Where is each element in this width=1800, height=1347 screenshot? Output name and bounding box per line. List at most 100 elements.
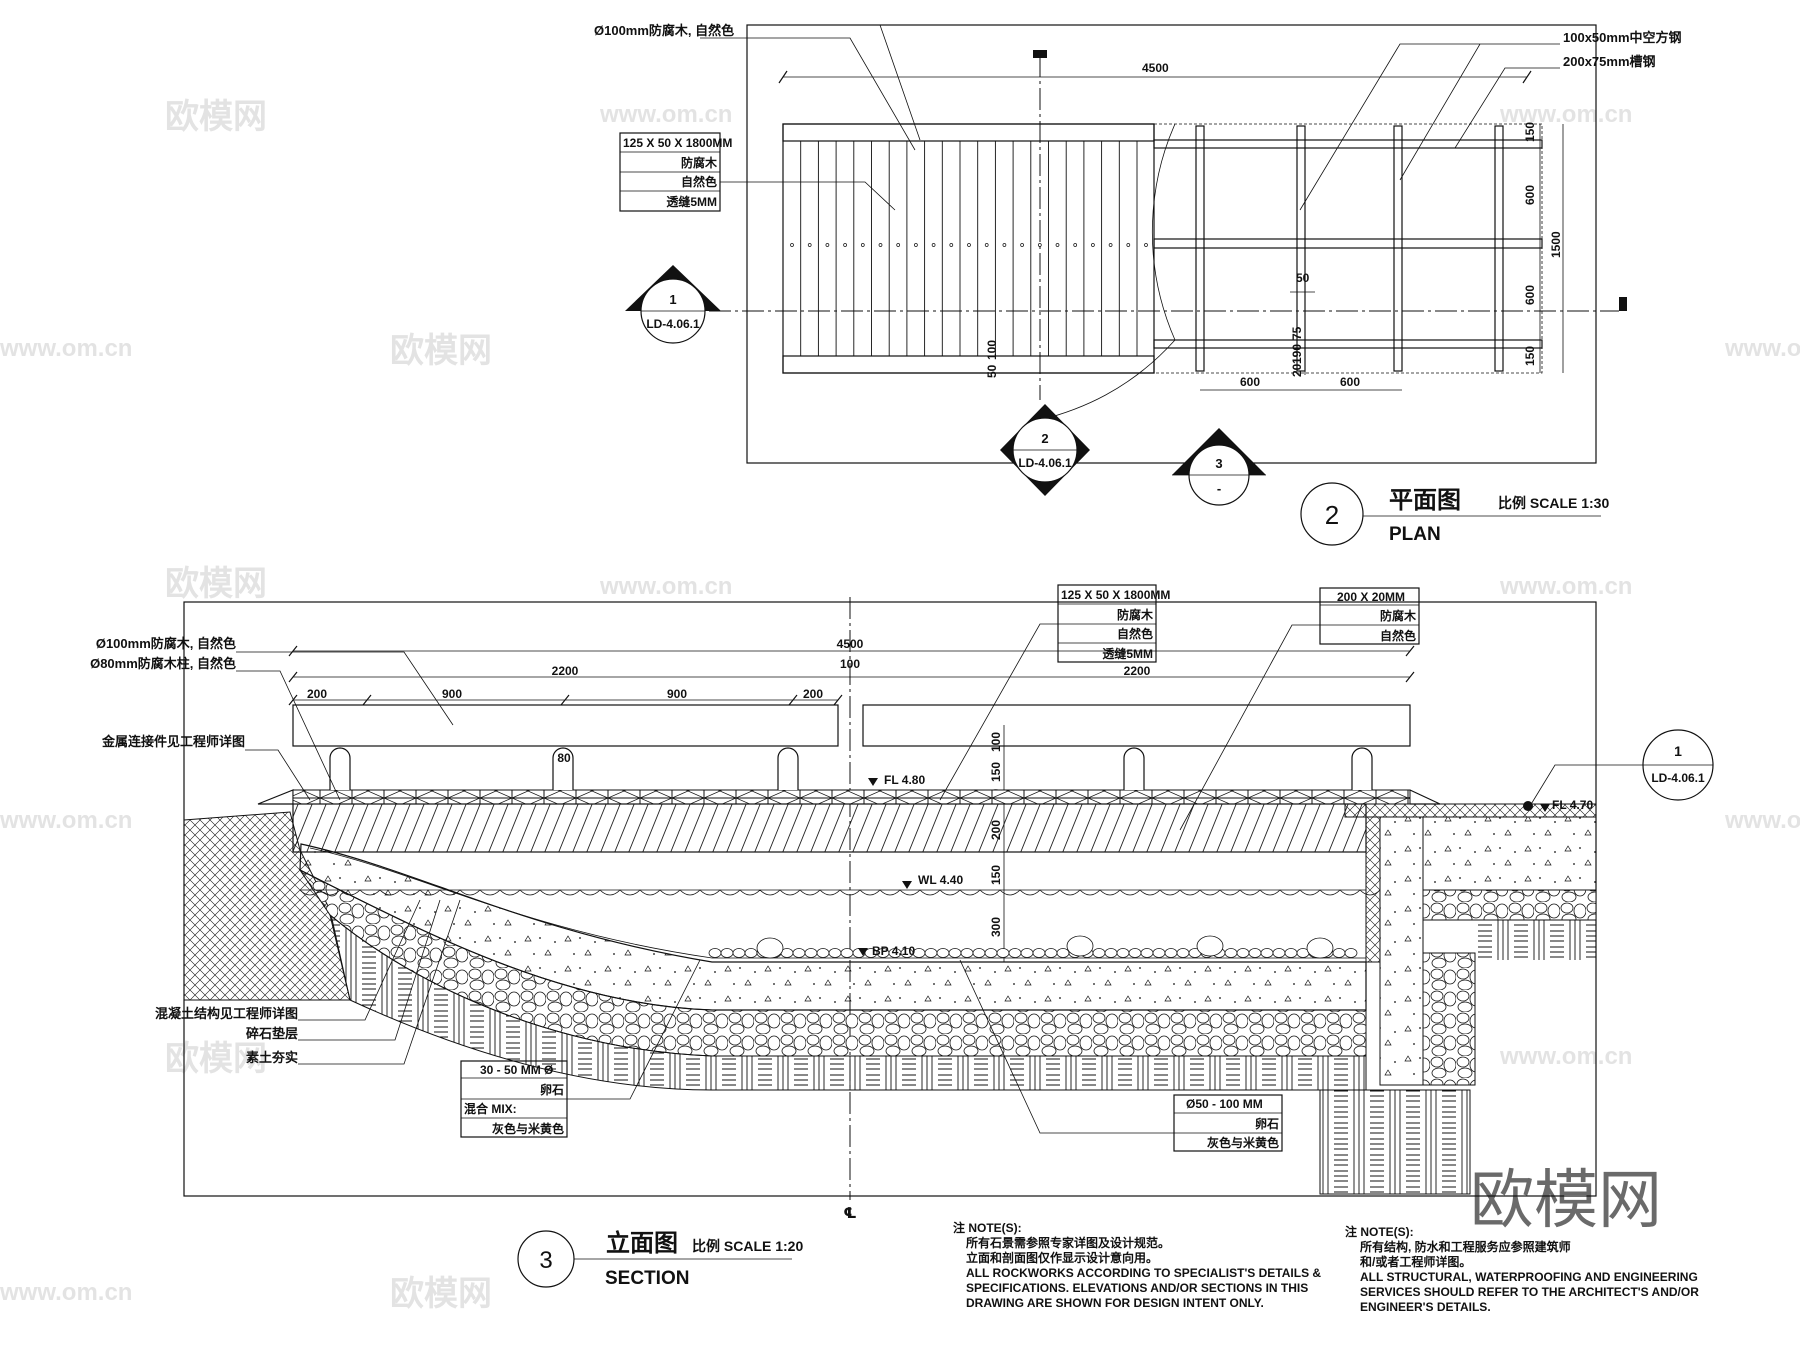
section-marker-1[interactable]: 1 LD-4.06.1 <box>625 265 721 344</box>
callout-rail: Ø100mm防腐木, 自然色 <box>96 636 236 651</box>
plan-deck-spec-table: 125 X 50 X 1800MM 防腐木 自然色 透缝5MM <box>619 132 896 212</box>
rail-post <box>1351 747 1373 790</box>
deck-screw <box>949 243 954 247</box>
callout-connector: 金属连接件见工程师详图 <box>101 734 245 749</box>
level-fl: FL 4.80 <box>884 773 925 787</box>
pebble <box>1140 948 1154 958</box>
dim-900: 900 <box>442 687 462 701</box>
watermark-url: www.om.cn <box>1499 101 1632 128</box>
table-cell: 灰色与米黄色 <box>1207 1135 1279 1150</box>
dim-gap: 100 <box>840 657 860 671</box>
deck-screw <box>914 243 918 247</box>
note-line: 立面和剖面图仅作显示设计意向用。 <box>966 1250 1158 1265</box>
marker-sheet-ref: LD-4.06.1 <box>1018 456 1072 470</box>
boulder <box>1306 937 1334 959</box>
pebble <box>1284 948 1298 958</box>
pebble <box>1248 948 1262 958</box>
dim-100: 100 <box>985 340 999 360</box>
rail-post <box>329 747 351 790</box>
title-cn: 立面图 <box>606 1229 678 1257</box>
watermark-logo: 欧模网 <box>165 1040 267 1078</box>
deck-screw <box>1002 243 1007 247</box>
plan-deck <box>782 123 1155 374</box>
deck-screw <box>825 243 830 247</box>
pebble <box>1332 948 1346 958</box>
deck-screw <box>1091 243 1095 247</box>
section-marker-2[interactable]: 2 LD-4.06.1 <box>1000 404 1090 496</box>
footing-gravel <box>1422 952 1476 1086</box>
compacted-soil <box>329 913 1367 1091</box>
watermark-url: www.om.cn <box>599 573 732 600</box>
pebble <box>840 948 854 958</box>
table-cell: 自然色 <box>1117 626 1153 641</box>
dim-right: 2200 <box>1124 664 1151 678</box>
section-callouts-left: Ø100mm防腐木, 自然色 Ø80mm防腐木柱, 自然色 金属连接件见工程师详… <box>90 636 461 1065</box>
dim-600: 600 <box>1340 375 1360 389</box>
watermark-url: www.om.cn <box>0 1279 132 1306</box>
deck-screw <box>896 243 901 247</box>
pond-liner <box>309 847 1366 959</box>
rail-posts <box>329 747 1373 790</box>
concrete-slab <box>299 843 1367 1011</box>
table-cell: 透缝5MM <box>1102 646 1153 661</box>
centerline-symbol: ℄ <box>843 1205 856 1222</box>
pebble <box>1224 948 1238 958</box>
callout-steel-tube: 100x50mm中空方钢 <box>1563 30 1682 45</box>
table-cell: 混合 MIX: <box>464 1101 517 1116</box>
section-deck-spec-table: 125 X 50 X 1800MM 防腐木 自然色 透缝5MM <box>939 584 1170 801</box>
watermark-logo-large: 欧模网 <box>1470 1164 1662 1236</box>
pebble <box>720 948 734 958</box>
section-marker-3[interactable]: 3 - <box>1172 428 1266 506</box>
deck-screw <box>860 243 865 247</box>
pebble <box>1092 948 1106 958</box>
table-cell: 30 - 50 MM Ø <box>480 1063 553 1077</box>
pebble <box>804 948 818 958</box>
pond-bottom-pebbles <box>708 935 1358 959</box>
dim-vertical: 300 <box>989 917 1003 937</box>
note-line: ENGINEER'S DETAILS. <box>1360 1300 1491 1314</box>
callout-post: Ø80mm防腐木柱, 自然色 <box>90 656 236 671</box>
deck-screw <box>878 243 883 247</box>
table-cell: 防腐木 <box>681 155 718 170</box>
table-cell: 125 X 50 X 1800MM <box>1061 588 1170 602</box>
detail-marker-1[interactable]: 1 LD-4.06.1 <box>1529 729 1714 807</box>
title-number-circle <box>1300 482 1364 546</box>
title-en: PLAN <box>1389 524 1441 545</box>
rail-post <box>552 747 574 790</box>
note-line: SPECIFICATIONS. ELEVATIONS AND/OR SECTIO… <box>966 1281 1308 1295</box>
watermark-url: www.om.cn <box>599 101 732 128</box>
section-board-spec-table: 200 X 20MM 防腐木 自然色 <box>1179 587 1420 831</box>
watermark-logo: 欧模网 <box>390 1275 492 1313</box>
dim-200: 200 <box>803 687 823 701</box>
watermark-logo: 欧模网 <box>165 98 267 136</box>
level-bp: BP 4.10 <box>872 944 915 958</box>
pebble <box>1104 948 1118 958</box>
pebble-large-spec-table: Ø50 - 100 MM 卵石 灰色与米黄色 <box>959 959 1283 1152</box>
plan-steel-frame <box>1039 123 1543 421</box>
dim-50: 50 <box>985 364 999 378</box>
title-en: SECTION <box>605 1268 689 1289</box>
deck-screw <box>984 243 989 247</box>
table-cell: 自然色 <box>1380 628 1416 643</box>
boulder <box>756 937 784 959</box>
deck-screw <box>807 243 812 247</box>
notes-1: 注 NOTE(S): 所有石景需参照专家详图及设计规范。 立面和剖面图仅作显示设… <box>953 1220 1321 1310</box>
dim-overall: 4500 <box>1142 61 1169 75</box>
pebble <box>924 948 938 958</box>
watermark-url: www.om.cn <box>0 335 132 362</box>
wall-waterproofing <box>1365 816 1381 963</box>
dim-vertical: 150 <box>989 865 1003 885</box>
pebble <box>828 948 842 958</box>
table-cell: Ø50 - 100 MM <box>1186 1097 1263 1111</box>
pebble <box>1032 948 1046 958</box>
boulder <box>1066 935 1094 957</box>
dim-vertical: 150 <box>989 762 1003 782</box>
note-line: 所有结构, 防水和工程服务应参照建筑师 <box>1360 1239 1571 1254</box>
rail-post <box>777 747 799 790</box>
dim-vertical: 100 <box>989 732 1003 752</box>
pebble <box>1020 948 1034 958</box>
pebble <box>1272 948 1286 958</box>
timber-beam <box>292 803 1367 853</box>
dim-200: 200 <box>307 687 327 701</box>
